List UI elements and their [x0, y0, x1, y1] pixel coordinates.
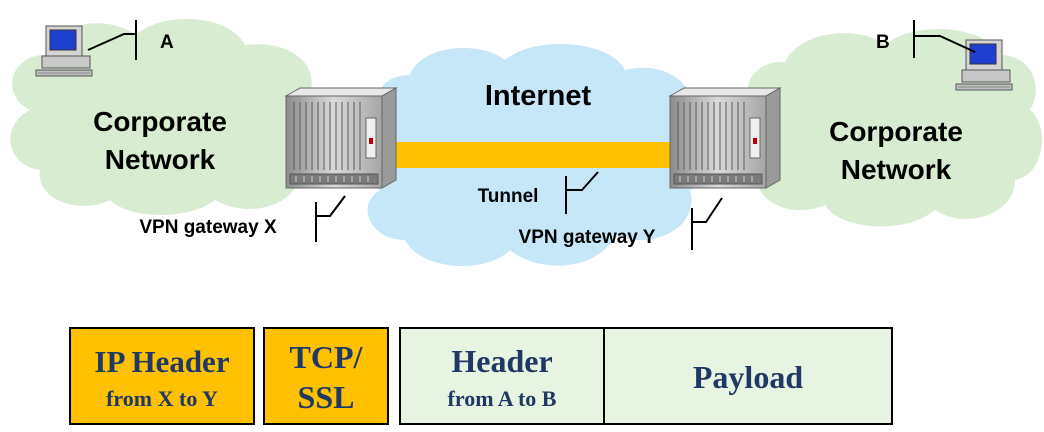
- callout-gateway-y: [692, 197, 723, 223]
- right-network-label-line1: Corporate: [829, 116, 963, 147]
- ip-header-line1: IP Header: [94, 344, 229, 379]
- callout-b: [914, 35, 976, 53]
- tunnel-label: Tunnel: [478, 186, 539, 207]
- callout-gateway-x: [316, 195, 346, 217]
- vpn-gateway-x-icon: [285, 87, 397, 189]
- host-a-label: A: [160, 32, 174, 53]
- host-b-label: B: [876, 32, 890, 53]
- left-network-label-line1: Corporate: [93, 106, 227, 137]
- corporate-cloud-left: [10, 18, 332, 216]
- right-network-label-line2: Network: [841, 154, 952, 185]
- vpn-gateway-y-icon: [669, 87, 781, 189]
- callout-tunnel: [566, 171, 599, 191]
- tcp-ssl-line2: SSL: [298, 379, 355, 415]
- ip-header-box: [69, 327, 255, 425]
- packet-structure: IP Header from X to Y TCP/ SSL Header fr…: [69, 327, 893, 425]
- ip-header-line2: from X to Y: [106, 386, 218, 411]
- tcp-ssl-box: [263, 327, 389, 425]
- tunnel-bar: [380, 142, 670, 168]
- left-network-label-line2: Network: [105, 144, 216, 175]
- gateway-y-label: VPN gateway Y: [519, 227, 656, 248]
- internet-label: Internet: [485, 80, 592, 112]
- tcp-ssl-line1: TCP/: [290, 339, 364, 375]
- inner-header-line1: Header: [451, 343, 552, 379]
- payload-label: Payload: [693, 359, 803, 395]
- callout-a: [87, 33, 136, 51]
- inner-header-box: [399, 327, 605, 425]
- payload-box: [603, 327, 893, 425]
- inner-header-line2: from A to B: [448, 386, 557, 411]
- gateway-x-label: VPN gateway X: [139, 217, 277, 238]
